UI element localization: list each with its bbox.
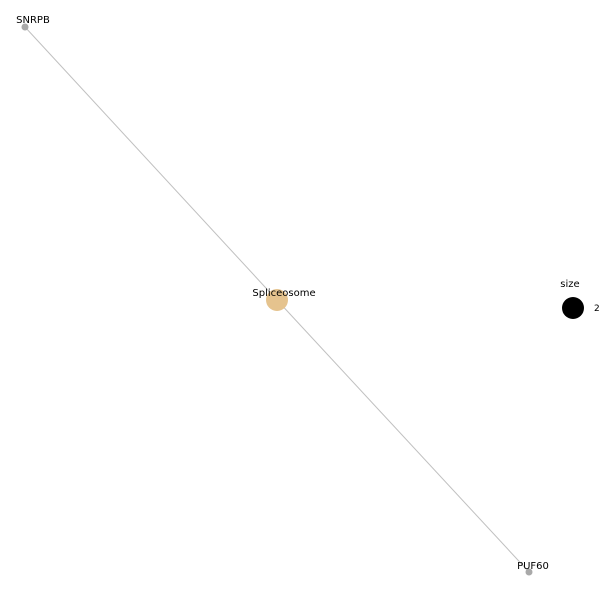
node-spliceosome[interactable] — [266, 289, 288, 311]
node-label-spliceosome: Spliceosome — [252, 288, 315, 299]
legend-size-marker — [562, 297, 584, 319]
node-label-snrpb: SNRPB — [16, 15, 50, 26]
edge-spliceosome-puf60 — [276, 299, 530, 573]
node-snrpb[interactable] — [21, 23, 29, 31]
edge-spliceosome-snrpb — [24, 26, 278, 301]
node-puf60[interactable] — [525, 568, 533, 576]
node-label-puf60: PUF60 — [517, 561, 549, 572]
legend-title: size — [560, 279, 579, 290]
legend-size-value: 2 — [594, 304, 600, 314]
size-legend: size 2 — [560, 279, 600, 319]
